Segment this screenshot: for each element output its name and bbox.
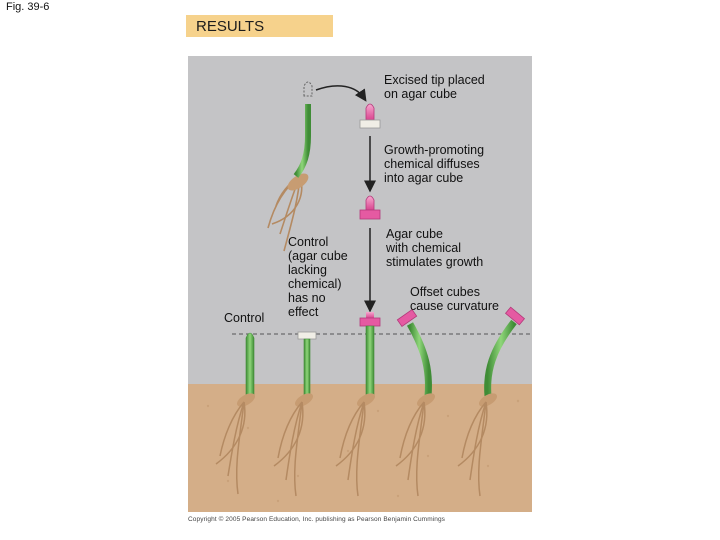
seedling-chemical-cube (335, 312, 381, 497)
seedling-plain-cube (273, 331, 317, 497)
experiment-illustration (188, 81, 532, 512)
caption-control: Control (224, 311, 265, 325)
caption-control-cube: Control (agar cube lacking chemical) has… (288, 235, 348, 319)
caption-chemical-diffuses: Growth-promoting chemical diffuses into … (384, 143, 485, 185)
agar-cube-plain (359, 119, 381, 129)
agar-cube-with-chemical (359, 195, 381, 220)
figure-number: Fig. 39-6 (6, 1, 50, 13)
seedling-offset-cube-left (395, 309, 436, 497)
soil-speckle (206, 399, 520, 503)
curved-arrow-icon (315, 85, 367, 102)
results-banner: RESULTS (186, 15, 333, 37)
seedling-offset-cube-right (457, 306, 526, 497)
caption-excised-tip: Excised tip placed on agar cube (384, 73, 485, 101)
experiment-panel (188, 56, 532, 512)
excised-tip-outline (303, 81, 313, 97)
copyright-notice: Copyright © 2005 Pearson Education, Inc.… (188, 516, 446, 523)
caption-stimulates-growth: Agar cube with chemical stimulates growt… (386, 227, 484, 269)
caption-offset-curvature: Offset cubes cause curvature (410, 285, 499, 313)
seedling-control (215, 332, 256, 495)
seedling-top (267, 81, 381, 252)
